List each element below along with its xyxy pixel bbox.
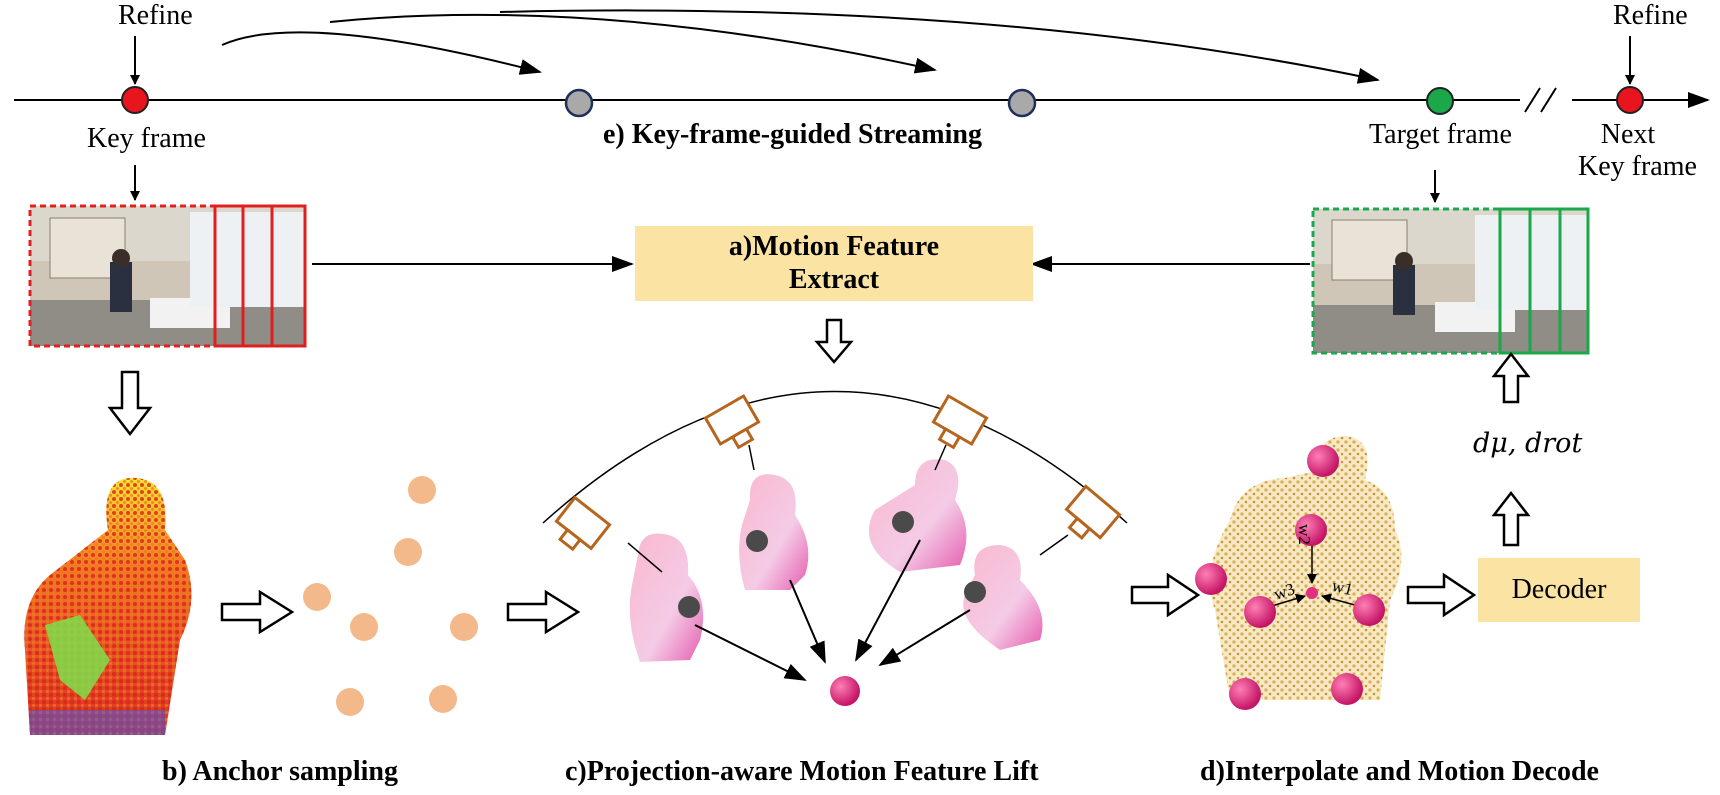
- anchor-points: [303, 476, 478, 716]
- anchor-node: [1331, 673, 1363, 705]
- camera-icon: [554, 495, 612, 552]
- lifted-anchor-point: [830, 676, 860, 706]
- interpolation-cloud: [1195, 436, 1402, 710]
- camera-icon: [1064, 484, 1122, 540]
- right-hollow-arrow: [1130, 572, 1201, 618]
- right-hollow-arrow: [220, 589, 295, 635]
- anchor-point: [408, 476, 436, 504]
- next-key-frame-label: Next Key frame: [1578, 119, 1697, 183]
- anchor-node: [1195, 563, 1227, 595]
- decoder-box: Decoder: [1478, 558, 1640, 622]
- anchor-point: [394, 538, 422, 566]
- target-frame-node: [1426, 87, 1454, 115]
- streaming-title: e) Key-frame-guided Streaming: [603, 119, 982, 150]
- hollow-arrows: [107, 318, 1531, 635]
- hands-region: [45, 615, 110, 700]
- key-frame-label: Key frame: [87, 123, 206, 154]
- projection-lift-title: c)Projection-aware Motion Feature Lift: [565, 756, 1039, 787]
- propagation-arrow: [329, 13, 937, 74]
- timeline-break-mark: [1540, 87, 1557, 113]
- refine-label-left: Refine: [118, 0, 193, 31]
- projection-lift: [542, 390, 1128, 706]
- target-frame-stack: [1311, 207, 1590, 355]
- anchor-node: [1353, 594, 1385, 626]
- anchor-sampling-title: b) Anchor sampling: [162, 756, 398, 787]
- anchor-point: [350, 613, 378, 641]
- key-frame-point-cloud: [24, 477, 192, 735]
- projected-anchor: [964, 581, 986, 603]
- anchor-point: [429, 685, 457, 713]
- query-point: [1306, 587, 1318, 599]
- propagation-arrow: [221, 31, 542, 75]
- streaming-timeline: [14, 9, 1710, 203]
- lift-arrow: [789, 579, 826, 664]
- down-hollow-arrow: [814, 318, 854, 364]
- target-frame-label: Target frame: [1369, 119, 1512, 150]
- key-frame-node: [121, 86, 149, 114]
- projected-anchor: [746, 530, 768, 552]
- up-hollow-arrow: [1491, 351, 1531, 404]
- weight-w2-label: w2: [1295, 524, 1314, 545]
- flow-silhouette: [868, 459, 967, 572]
- anchor-point: [450, 613, 478, 641]
- next-key-frame-line1: Next: [1600, 119, 1656, 150]
- up-hollow-arrow: [1491, 490, 1531, 547]
- intermediate-frame-node: [1007, 88, 1037, 118]
- next-key-frame-line2: Key frame: [1578, 151, 1697, 183]
- target-frame-border: [1311, 207, 1590, 355]
- next-key-frame-node: [1616, 86, 1644, 114]
- anchor-node: [1307, 445, 1339, 477]
- anchor-point: [303, 583, 331, 611]
- anchor-node: [1244, 596, 1276, 628]
- projected-anchor: [892, 511, 914, 533]
- motion-box-line2: Extract: [788, 263, 880, 295]
- flow-silhouette: [629, 533, 704, 662]
- flow-silhouettes: [629, 459, 1043, 662]
- timeline-break-mark: [1524, 87, 1541, 113]
- intermediate-frame-node: [564, 88, 594, 118]
- interpolate-decode-title: d)Interpolate and Motion Decode: [1200, 756, 1599, 787]
- anchor-node: [1295, 514, 1327, 546]
- lift-arrow: [855, 539, 921, 662]
- key-frame-stack: [28, 204, 307, 348]
- right-hollow-arrow: [1406, 572, 1477, 618]
- flow-silhouette: [739, 474, 809, 590]
- lift-arrow: [878, 609, 971, 667]
- flow-silhouette: [963, 545, 1043, 650]
- projected-anchor: [678, 596, 700, 618]
- motion-feature-extract-box: a)Motion Feature Extract: [635, 226, 1033, 301]
- right-hollow-arrow: [506, 589, 581, 635]
- decoder-label: Decoder: [1511, 573, 1607, 605]
- camera-icon: [703, 393, 761, 450]
- gaussian-point-cloud: [1210, 436, 1402, 700]
- refine-label-right: Refine: [1613, 0, 1688, 31]
- camera-icon: [931, 393, 989, 450]
- anchor-point: [336, 688, 364, 716]
- propagation-arrow: [499, 9, 1380, 84]
- delta-output-label: dμ, drot: [1473, 428, 1583, 459]
- down-hollow-arrow: [107, 370, 153, 437]
- motion-box-line1: a)Motion Feature: [728, 231, 940, 263]
- camera-arc: [542, 390, 1128, 524]
- person-silhouette: [110, 262, 132, 312]
- cameras: [554, 393, 1122, 552]
- anchor-node: [1229, 678, 1261, 710]
- lift-arrow: [694, 624, 807, 681]
